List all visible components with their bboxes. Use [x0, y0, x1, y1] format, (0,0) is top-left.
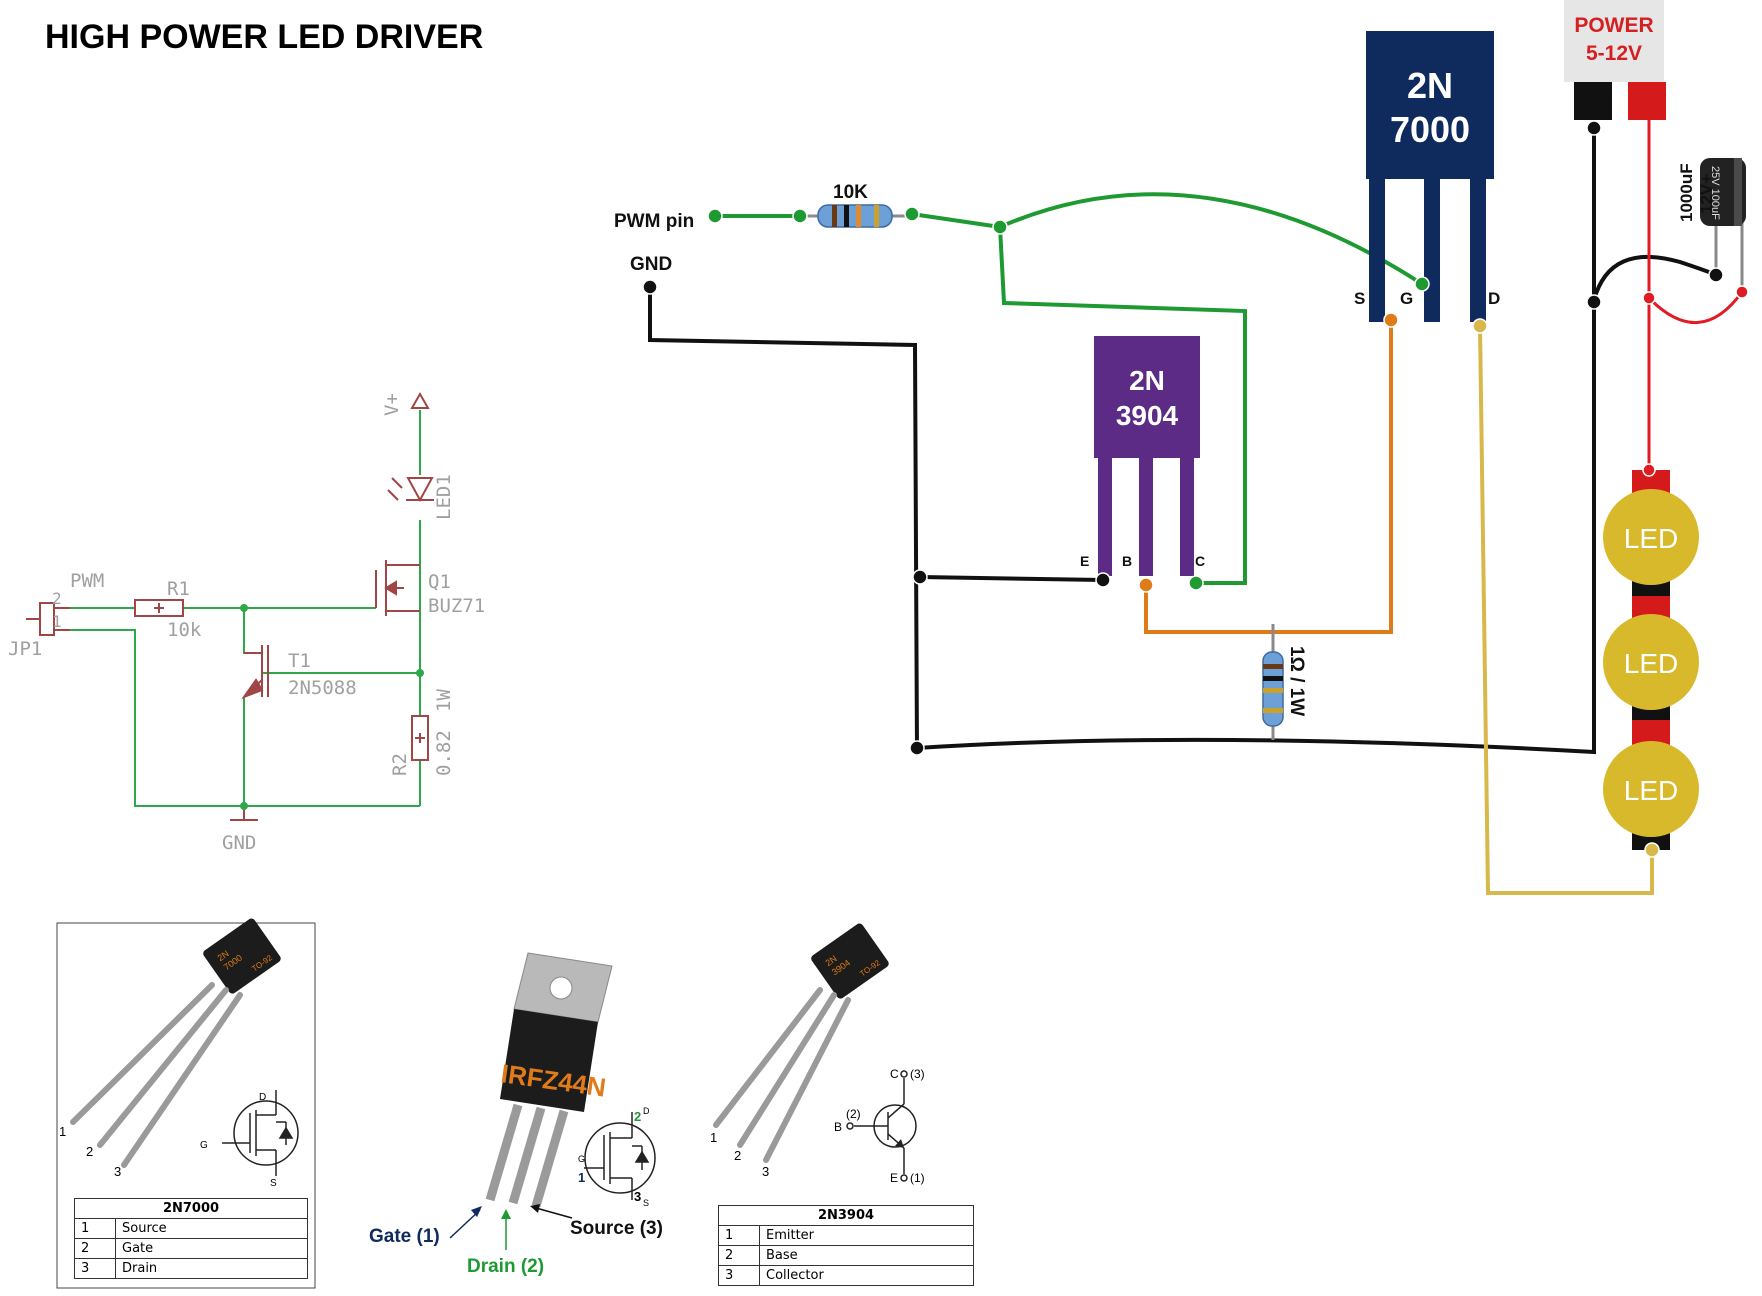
- black-wires: [648, 128, 1717, 756]
- power-label-2: 5-12V: [1586, 42, 1642, 65]
- power-connector: POWER 5-12V: [1564, 0, 1666, 120]
- mosfet-2n7000: 2N 7000 S G D: [1354, 31, 1500, 322]
- ref-2n3904-sym-e-num: (1): [910, 1171, 925, 1185]
- ref-irfz44n-gate: Gate (1): [369, 1226, 440, 1247]
- sch-q1: Q1: [428, 571, 451, 593]
- npn-label-1: 2N: [1129, 365, 1165, 396]
- ref-2n7000-table-title: 2N7000: [74, 1198, 308, 1219]
- ref-irfz44n-drain: Drain (2): [467, 1256, 544, 1277]
- schematic-labels: PWM JP1 2 1 R1 10k T1 2N5088 Q1 BUZ71 LE…: [8, 393, 485, 854]
- sch-r1-val: 10k: [167, 619, 202, 641]
- page-title: HIGH POWER LED DRIVER: [45, 18, 483, 56]
- ref-irfz44n-sym-1: 1: [578, 1170, 585, 1185]
- npn-pin-b: B: [1122, 553, 1132, 569]
- ref-irfz44n-symbol: [584, 1112, 656, 1200]
- sch-pin1: 1: [52, 612, 62, 631]
- sch-jp1: JP1: [8, 638, 42, 660]
- ref-irfz44n-sym-3: 3: [634, 1189, 641, 1204]
- yellow-wires: [1478, 325, 1654, 895]
- sch-q1-part: BUZ71: [428, 595, 485, 617]
- ref-2n7000-sym-d: D: [259, 1092, 266, 1103]
- sch-vplus: V+: [381, 393, 403, 416]
- sch-r1: R1: [167, 578, 190, 600]
- sch-r2-val: 0.82: [433, 730, 455, 776]
- npn-pin-c: C: [1195, 553, 1205, 569]
- sense-resistor-label: 1Ω / 1W: [1286, 646, 1307, 716]
- led-label: LED: [1624, 523, 1678, 554]
- mosfet-label-2: 7000: [1390, 109, 1470, 150]
- ref-2n3904-sym-c: C: [890, 1067, 899, 1081]
- mosfet-label-1: 2N: [1407, 65, 1453, 106]
- gnd-label: GND: [630, 254, 672, 275]
- orange-wires: [1144, 320, 1393, 634]
- sch-pin2: 2: [52, 589, 62, 608]
- gate-resistor-label: 10K: [833, 182, 868, 203]
- ref-irfz44n-sym-d: D: [643, 1106, 650, 1116]
- sch-t1: T1: [288, 650, 311, 672]
- ref-irfz44n-sym-2: 2: [634, 1109, 641, 1124]
- schematic-junctions: [240, 604, 424, 810]
- npn-label-2: 3904: [1116, 400, 1179, 431]
- mosfet-pin-d: D: [1488, 289, 1500, 308]
- schematic: PWM JP1 2 1 R1 10k T1 2N5088 Q1 BUZ71 LE…: [8, 391, 485, 854]
- sense-resistor: 1Ω / 1W: [1262, 624, 1307, 740]
- capacitor-body-label: 25V 100uF: [1709, 166, 1721, 220]
- ref-2n3904-table-title: 2N3904: [718, 1205, 974, 1226]
- mosfet-pin-s: S: [1354, 289, 1365, 308]
- sch-pwm: PWM: [70, 570, 104, 592]
- npn-pin-e: E: [1080, 553, 1089, 569]
- capacitor-1000uf: 25V 100uF 1000uF 12V+: [1677, 158, 1746, 292]
- sch-r2: R2: [389, 753, 411, 776]
- ref-2n7000-pin-1: 1: [59, 1124, 66, 1139]
- led-label: LED: [1624, 648, 1678, 679]
- mosfet-pin-g: G: [1400, 289, 1413, 308]
- schematic-parts: [26, 391, 434, 821]
- wire-nodes: [642, 120, 1749, 858]
- ref-irfz44n-sym-g: G: [578, 1154, 585, 1164]
- green-wires: [715, 192, 1424, 585]
- ref-2n7000-sym-s: S: [270, 1178, 277, 1189]
- ref-2n3904-symbol: [846, 1070, 917, 1182]
- ref-2n7000-pin-2: 2: [86, 1144, 93, 1159]
- led-chain: LED LED LED: [1603, 470, 1699, 850]
- schematic-wires: [70, 410, 421, 807]
- ref-2n3904-sym-b-num: (2): [846, 1107, 861, 1121]
- ref-2n7000-sym-g: G: [200, 1140, 208, 1151]
- pwm-pin-label: PWM pin: [614, 211, 694, 232]
- sch-r2-power: 1W: [433, 689, 455, 712]
- sch-t1-part: 2N5088: [288, 677, 357, 699]
- capacitor-label-1: 1000uF: [1677, 163, 1696, 222]
- led-label: LED: [1624, 775, 1678, 806]
- ref-irfz44n-sym-s: S: [643, 1198, 649, 1208]
- ref-2n3904: 2N 3904 TO-92 1 2 3 C (3) B (2) E: [710, 923, 925, 1185]
- ref-2n7000: 2N 7000 TO-92 1 2 3 D G S: [56, 918, 316, 1289]
- ref-irfz44n: IRFZ44N 2 D G 1 3 S: [369, 952, 663, 1277]
- ref-2n3904-pin-1: 1: [710, 1130, 717, 1145]
- ref-2n3904-pin-2: 2: [734, 1148, 741, 1163]
- breadboard-illustration: 10K PWM pin GND 2N 7000 S G D 2N 3904 E …: [614, 0, 1749, 895]
- power-label-1: POWER: [1574, 14, 1653, 37]
- ref-2n7000-symbol: [222, 1090, 299, 1176]
- gate-resistor-10k: 10K: [800, 182, 912, 228]
- ref-2n7000-pin-3: 3: [114, 1164, 121, 1179]
- sch-led1: LED1: [433, 474, 455, 520]
- npn-2n3904: 2N 3904 E B C: [1080, 336, 1205, 576]
- ref-2n3904-pin-3: 3: [762, 1164, 769, 1179]
- sch-gnd: GND: [222, 832, 256, 854]
- ref-2n3904-sym-b: B: [834, 1120, 842, 1134]
- ref-2n3904-sym-e: E: [890, 1171, 898, 1185]
- capacitor-label-2: 12V+: [1697, 174, 1716, 214]
- ref-2n3904-sym-c-num: (3): [910, 1067, 925, 1081]
- ref-irfz44n-source: Source (3): [570, 1218, 663, 1239]
